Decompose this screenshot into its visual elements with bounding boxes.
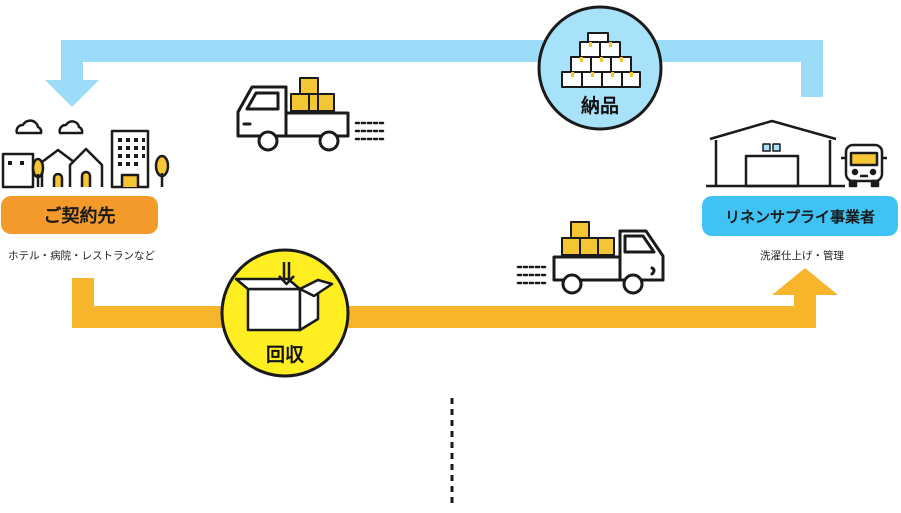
client-caption: ホテル・病院・レストランなど xyxy=(8,250,155,262)
cloud-icon xyxy=(15,119,43,135)
box-stack-icon xyxy=(561,32,641,88)
collection-label: 回収 xyxy=(265,344,304,366)
delivery-arrow xyxy=(45,40,823,107)
truck-icon xyxy=(236,77,386,152)
city-icon xyxy=(1,119,170,189)
factory-icon xyxy=(706,119,845,188)
delivery-label: 納品 xyxy=(580,95,619,117)
supplier-label: リネンサプライ事業者 xyxy=(702,196,898,236)
collection-arrow xyxy=(72,268,838,328)
truck-icon xyxy=(516,221,665,295)
client-label: ご契約先 xyxy=(1,196,158,234)
supplier-caption: 洗濯仕上げ・管理 xyxy=(760,250,844,262)
collection-badge xyxy=(220,248,350,378)
bus-icon xyxy=(841,143,887,188)
cloud-icon xyxy=(58,120,84,135)
delivery-badge xyxy=(537,5,663,131)
open-box-icon xyxy=(234,262,334,332)
